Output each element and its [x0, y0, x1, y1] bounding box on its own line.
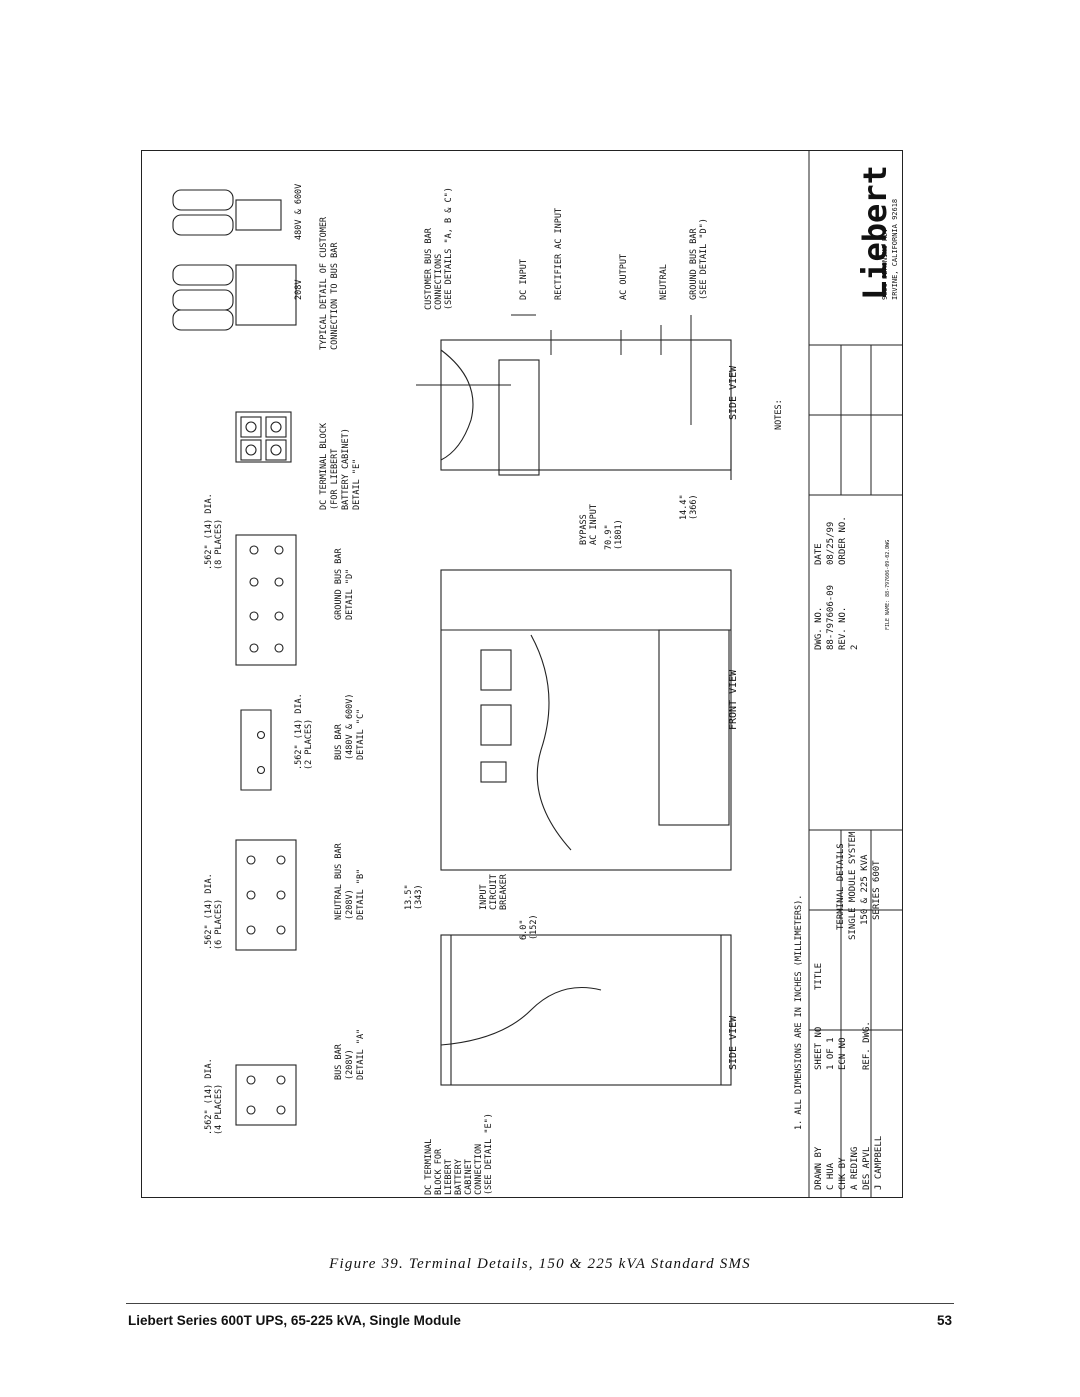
tb-ref-h: REF. DWG.	[862, 1021, 872, 1070]
callout-ac-output: AC OUTPUT	[619, 254, 629, 300]
dc-block-line-4: BATTERY	[454, 1159, 464, 1195]
company-logo: Liebert	[856, 165, 894, 300]
callout-dc-input: DC INPUT	[519, 259, 529, 300]
tb-dwg-h: DWG. NO.	[814, 607, 824, 650]
callout-rectifier: RECTIFIER AC INPUT	[554, 208, 564, 300]
tb-title-h: TITLE	[814, 963, 824, 990]
bypass-line-1: BYPASS	[579, 514, 589, 545]
breaker-line-1: INPUT	[479, 884, 489, 910]
tb-date: 08/25/99	[826, 522, 836, 565]
right-dim1: 70.9"	[604, 524, 614, 550]
callout-neutral: NEUTRAL	[659, 264, 669, 300]
detail-b-places: (6 PLACES)	[214, 899, 224, 950]
detail-c-label-1: BUS BAR	[334, 723, 344, 760]
left-dim1: 13.5"	[404, 884, 414, 910]
right-side-view-label: SIDE VIEW	[728, 365, 739, 420]
breaker-line-3: BREAKER	[499, 873, 509, 910]
detail-d-places: (8 PLACES)	[214, 519, 224, 570]
detail-e-label-1: DC TERMINAL BLOCK	[319, 422, 329, 510]
dc-block-line-2: BLOCK FOR	[434, 1148, 444, 1195]
tb-drawn-by-h: DRAWN BY	[814, 1146, 824, 1190]
detail-c-label-3: DETAIL "C"	[356, 709, 366, 760]
detail-e-label-2: (FOR LIEBERT	[330, 449, 340, 510]
page-number: 53	[936, 1313, 952, 1328]
tb-des-apvl: J CAMPBELL	[874, 1136, 884, 1190]
figure-caption: Figure 39. Terminal Details, 150 & 225 k…	[329, 1256, 751, 1272]
engineering-drawing: BUS BAR (208V) DETAIL "A" NEUTRAL BUS BA…	[172, 150, 903, 1198]
dc-block-line-6: CONNECTION	[474, 1144, 484, 1195]
footer-title: Liebert Series 600T UPS, 65-225 kVA, Sin…	[128, 1313, 461, 1328]
tb-rev: 2	[850, 645, 860, 650]
breaker-line-2: CIRCUIT	[489, 874, 499, 910]
front-view-label: FRONT VIEW	[728, 669, 739, 730]
detail-a-label-2: (208V)	[345, 1049, 355, 1080]
tb-title-4: SERIES 600T	[872, 860, 882, 920]
dc-block-line-1: DC TERMINAL	[424, 1139, 434, 1195]
tb-title-2: SINGLE MODULE SYSTEM	[848, 831, 858, 940]
detail-a-places: (4 PLACES)	[214, 1084, 224, 1135]
typical-v1: 208V	[294, 280, 304, 300]
detail-b-label-3: DETAIL "B"	[356, 869, 366, 920]
detail-b-label-1: NEUTRAL BUS BAR	[334, 842, 344, 920]
typical-v2: 480V & 600V	[294, 184, 304, 240]
dc-block-line-5: CABINET	[464, 1159, 474, 1195]
callout-ground-1: GROUND BUS BAR	[689, 227, 699, 300]
tb-file: FILE NAME: 88-797606-09-02.DWG	[885, 540, 891, 630]
detail-e-label-3: BATTERY CABINET)	[341, 428, 351, 510]
tb-drawn-by: C HUA	[826, 1162, 836, 1190]
detail-d-label-1: GROUND BUS BAR	[334, 547, 344, 620]
detail-c-places: (2 PLACES)	[304, 719, 314, 770]
left-dim2mm: (152)	[529, 914, 539, 940]
callout-ground-2: (SEE DETAIL "D")	[699, 218, 709, 300]
dc-block-line-3: LIEBERT	[444, 1159, 454, 1195]
detail-b-dia: .562" (14) DIA.	[204, 873, 214, 950]
tb-title-1: TERMINAL DETAILS	[836, 843, 846, 930]
callout-customer-2: CONNECTIONS	[434, 254, 444, 310]
tb-dwg: 88-797606-09	[826, 585, 836, 650]
notes-1: 1. ALL DIMENSIONS ARE IN INCHES (MILLIME…	[794, 895, 804, 1130]
typical-label-2: CONNECTION TO BUS BAR	[330, 242, 340, 350]
tb-rev-h: REV. NO.	[838, 607, 848, 650]
notes-heading: NOTES:	[774, 399, 784, 430]
tb-order-h: ORDER NO.	[838, 516, 848, 565]
detail-c-dia: .562" (14) DIA.	[294, 693, 304, 770]
right-dim2mm: (366)	[689, 494, 699, 520]
company-address-2: IRVINE, CALIFORNIA 92618	[891, 199, 899, 300]
left-dim2: 6.0"	[519, 920, 529, 940]
footer-rule	[126, 1303, 954, 1304]
tb-date-h: DATE	[814, 543, 824, 565]
detail-a-label-1: BUS BAR	[334, 1043, 344, 1080]
detail-a-dia: .562" (14) DIA.	[204, 1058, 214, 1135]
callout-customer-1: CUSTOMER BUS BAR	[424, 227, 434, 310]
typical-label-1: TYPICAL DETAIL OF CUSTOMER	[319, 216, 329, 350]
callout-customer-3: (SEE DETAILS "A, B & C")	[444, 187, 454, 310]
right-dim1mm: (1801)	[614, 519, 624, 550]
bypass-line-2: AC INPUT	[589, 504, 599, 545]
detail-e-label-4: DETAIL "E"	[352, 459, 362, 510]
right-dim2: 14.4"	[679, 494, 689, 520]
dc-block-line-7: (SEE DETAIL "E")	[484, 1113, 494, 1195]
detail-d-dia: .562" (14) DIA.	[204, 493, 214, 570]
tb-title-3: 150 & 225 KVA	[860, 854, 870, 925]
detail-b-label-2: (208V)	[345, 889, 355, 920]
company-address-1: 9650 JERONIMO RD.	[881, 228, 889, 300]
tb-chk-by-h: CHK BY	[838, 1157, 848, 1190]
tb-ecn-h: ECN NO	[838, 1037, 848, 1070]
detail-a-label-3: DETAIL "A"	[356, 1029, 366, 1080]
detail-c-label-2: (480V & 600V)	[345, 693, 355, 760]
detail-d-label-2: DETAIL "D"	[345, 569, 355, 620]
left-dim1mm: (343)	[414, 884, 424, 910]
tb-sheet-h: SHEET NO	[814, 1027, 824, 1070]
tb-des-apvl-h: DES APVL	[862, 1147, 872, 1190]
tb-sheet: 1 OF 1	[826, 1037, 836, 1070]
tb-chk-by: A REDING	[850, 1147, 860, 1190]
left-side-view-label: SIDE VIEW	[728, 1015, 739, 1070]
